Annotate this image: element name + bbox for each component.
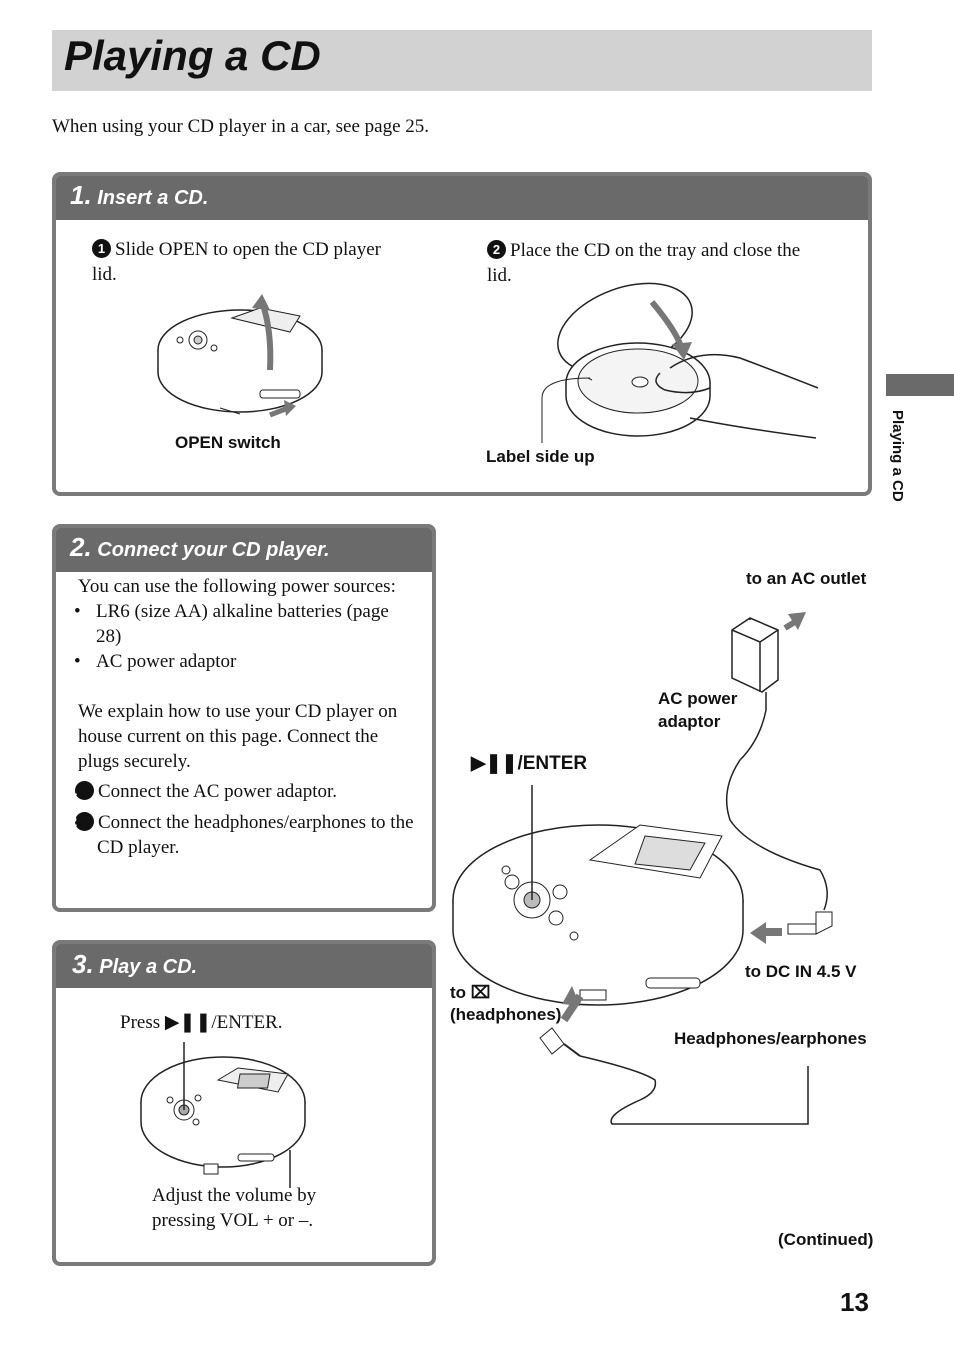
page-number: 13 bbox=[840, 1287, 869, 1317]
step-number-badge: 2 bbox=[70, 812, 94, 831]
section-connect-player bbox=[52, 524, 436, 912]
section-header bbox=[56, 944, 432, 988]
open-switch-label: OPEN switch bbox=[175, 433, 281, 452]
intro-text: When using your CD player in a car, see … bbox=[52, 116, 430, 137]
section-2-body: You can use the following power sources:… bbox=[69, 574, 418, 860]
list-item: •AC power adaptor bbox=[74, 651, 237, 672]
list-item: •LR6 (size AA) alkaline batteries (page … bbox=[74, 601, 389, 647]
page-title: Playing a CD bbox=[64, 32, 321, 79]
side-tab-label: Playing a CD bbox=[889, 410, 906, 502]
house-current-text: We explain how to use your CD player on … bbox=[78, 701, 398, 772]
cd-player-open-illustration bbox=[157, 294, 323, 418]
continued-label: (Continued) bbox=[778, 1230, 874, 1249]
section-title: 1. Insert a CD. bbox=[70, 180, 209, 210]
step-number-badge: 1 bbox=[92, 239, 111, 258]
section-title: 2. Connect your CD player. bbox=[70, 532, 330, 562]
dc-in-label: to DC IN 4.5 V bbox=[745, 962, 857, 981]
headphone-jack-label-2: (headphones) bbox=[450, 1005, 562, 1024]
step-number-badge: 2 bbox=[487, 240, 506, 259]
power-sources-intro: You can use the following power sources: bbox=[78, 576, 396, 597]
section-play-cd bbox=[52, 940, 436, 1266]
section-header bbox=[56, 176, 868, 220]
ac-power-adaptor-label: AC power adaptor bbox=[658, 689, 738, 731]
headphones-earphones-label: Headphones/earphones bbox=[674, 1029, 867, 1048]
title-bar bbox=[52, 30, 872, 91]
to-ac-outlet-label: to an AC outlet bbox=[746, 569, 867, 588]
side-tab-marker bbox=[886, 374, 954, 396]
connection-diagram bbox=[452, 612, 833, 1125]
volume-text: Adjust the volume by pressing VOL + or –… bbox=[152, 1185, 317, 1231]
label-side-up-label: Label side up bbox=[486, 447, 595, 466]
enter-button-label: ▶❚❚/ENTER bbox=[471, 753, 588, 774]
cd-tray-illustration bbox=[541, 282, 819, 443]
section-title: 3. Play a CD. bbox=[72, 949, 198, 979]
bullet-list: •LR6 (size AA) alkaline batteries (page … bbox=[74, 599, 418, 674]
cd-player-play-illustration bbox=[140, 1042, 306, 1188]
step-number-badge: 1 bbox=[70, 781, 94, 800]
section-header bbox=[56, 528, 432, 572]
headphone-jack-label-1: to ⌧ bbox=[450, 983, 491, 1002]
press-enter-text: Press ▶❚❚/ENTER. bbox=[120, 1012, 283, 1033]
